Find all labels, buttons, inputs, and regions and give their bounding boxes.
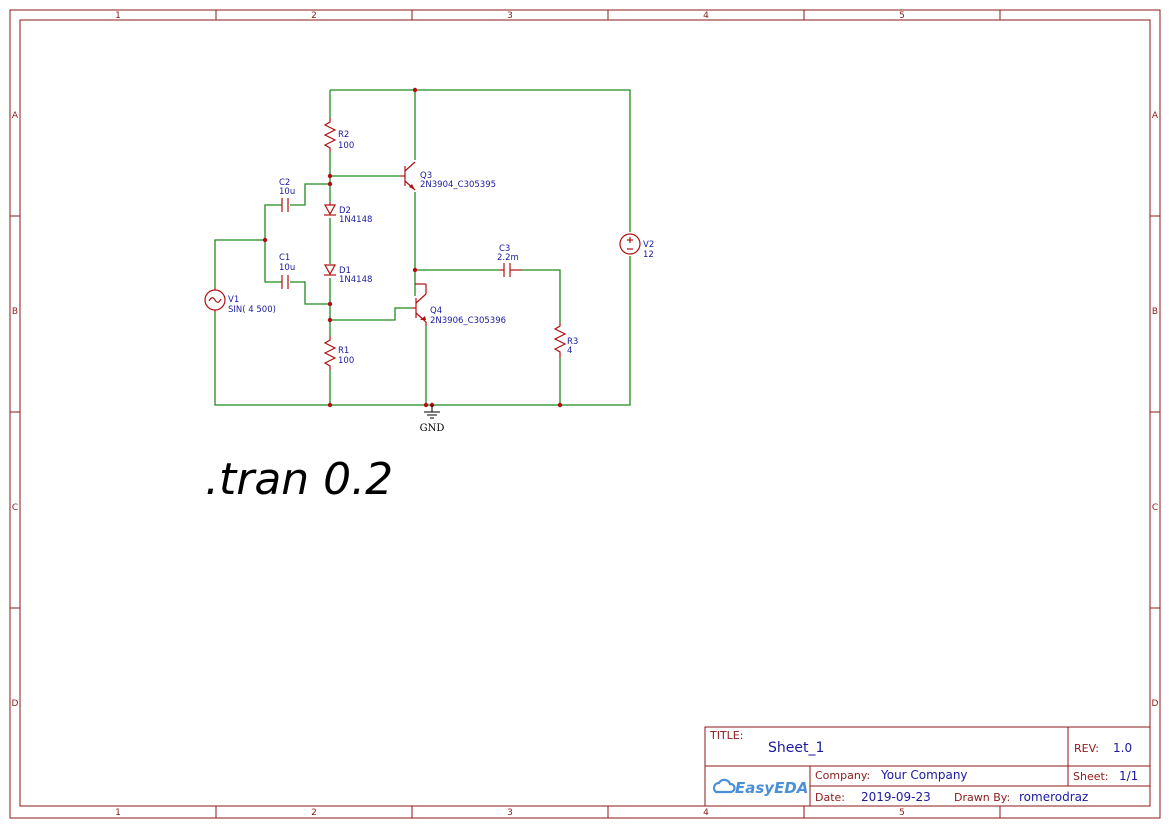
zone-labels: 1 2 3 4 5 1 2 3 4 5 A B C D A B C D [12, 11, 1159, 818]
capacitor-c2[interactable]: C2 10u [279, 178, 295, 212]
c2-ref: C2 [279, 178, 290, 188]
d2-value: 1N4148 [339, 215, 372, 225]
q4-value: 2N3906_C305396 [430, 316, 506, 326]
transistor-q3[interactable]: Q3 2N3904_C305395 [400, 161, 496, 191]
q3-value: 2N3904_C305395 [420, 180, 496, 190]
zone-dividers [10, 10, 1160, 818]
date-label: Date: [815, 791, 845, 804]
gnd-label: GND [420, 423, 445, 434]
zone-left-C: C [12, 503, 18, 513]
zone-right-D: D [1152, 699, 1159, 709]
zone-right-C: C [1152, 503, 1158, 513]
ground-symbol: GND [420, 405, 445, 434]
zone-bottom-2: 2 [311, 808, 317, 818]
r2-ref: R2 [338, 130, 349, 140]
zone-top-5: 5 [899, 11, 905, 21]
rev-label: REV: [1074, 742, 1099, 755]
company-label: Company: [815, 769, 870, 782]
r1-ref: R1 [338, 346, 349, 356]
drawn-by-value: romerodraz [1019, 790, 1088, 804]
title-value: Sheet_1 [768, 740, 824, 756]
cloud-icon [712, 778, 736, 794]
c3-value: 2.2m [497, 253, 519, 263]
v1-ref: V1 [228, 295, 239, 305]
r1-value: 100 [338, 356, 354, 366]
c3-ref: C3 [499, 244, 510, 254]
title-block: TITLE: Sheet_1 REV: 1.0 Company: Your Co… [704, 726, 1151, 807]
title-label: TITLE: [709, 729, 743, 742]
easyeda-logo: EasyEDA [712, 778, 808, 797]
zone-bottom-4: 4 [703, 808, 709, 818]
zone-top-1: 1 [115, 11, 121, 21]
v2-value: 12 [643, 250, 654, 260]
c2-value: 10u [279, 187, 295, 197]
sheet-value: 1/1 [1119, 769, 1138, 783]
c1-value: 10u [279, 263, 295, 273]
voltage-source-v2[interactable]: V2 12 [619, 233, 654, 260]
d2-ref: D2 [339, 206, 351, 216]
q3-ref: Q3 [420, 171, 432, 181]
r2-value: 100 [338, 141, 354, 151]
zone-left-B: B [12, 307, 18, 317]
drawn-by-label: Drawn By: [954, 791, 1010, 804]
sheet-label: Sheet: [1073, 770, 1109, 783]
v1-value: SIN( 4 500) [228, 305, 276, 315]
resistor-r1[interactable]: R1 100 [323, 336, 354, 370]
logo-text: EasyEDA [735, 779, 808, 797]
d1-ref: D1 [339, 266, 351, 276]
voltage-source-v1[interactable]: V1 SIN( 4 500) [204, 288, 276, 315]
zone-top-4: 4 [703, 11, 709, 21]
zone-right-B: B [1152, 307, 1158, 317]
q4-ref: Q4 [430, 306, 442, 316]
zone-bottom-3: 3 [507, 808, 513, 818]
r3-value: 4 [567, 346, 572, 356]
outer-frame [9, 9, 1161, 819]
wires [214, 89, 631, 406]
zone-top-2: 2 [311, 11, 317, 21]
inner-frame [19, 19, 1151, 807]
company-value: Your Company [880, 768, 968, 782]
resistor-r2[interactable]: R2 100 [323, 118, 354, 152]
d1-value: 1N4148 [339, 275, 372, 285]
c1-ref: C1 [279, 253, 290, 263]
date-value: 2019-09-23 [861, 790, 931, 804]
v2-ref: V2 [643, 240, 654, 250]
zone-top-3: 3 [507, 11, 513, 21]
capacitor-c1[interactable]: C1 10u [279, 253, 295, 289]
capacitor-c3[interactable]: C3 2.2m [497, 244, 522, 277]
zone-left-D: D [12, 699, 19, 709]
resistor-r3[interactable]: R3 4 [553, 322, 578, 358]
rev-value: 1.0 [1113, 741, 1132, 755]
zone-bottom-1: 1 [115, 808, 121, 818]
diode-d2[interactable]: D2 1N4148 [323, 202, 372, 225]
zone-right-A: A [1152, 111, 1159, 121]
zone-bottom-5: 5 [899, 808, 905, 818]
spice-directive[interactable]: .tran 0.2 [205, 454, 393, 505]
r3-ref: R3 [567, 337, 578, 347]
diode-d1[interactable]: D1 1N4148 [323, 264, 372, 285]
junctions [262, 87, 563, 408]
zone-left-A: A [12, 111, 19, 121]
transistor-q4[interactable]: Q4 2N3906_C305396 [412, 283, 506, 326]
